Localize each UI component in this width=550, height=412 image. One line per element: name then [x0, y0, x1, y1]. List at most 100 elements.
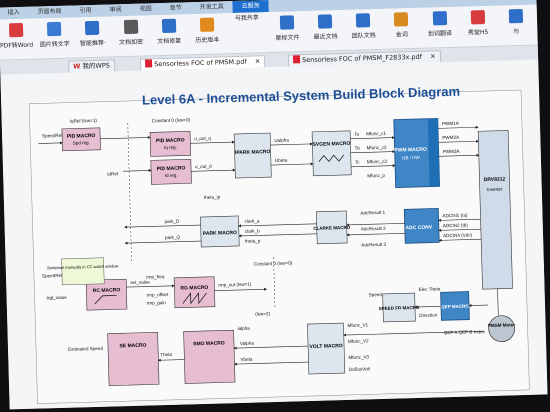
label-dcbus: DcBusVolt — [349, 366, 371, 372]
label-lsw2: (lsw=2) — [255, 311, 271, 316]
svgen-block — [311, 130, 352, 177]
label-mpoffset: rmp_offset — [147, 292, 169, 298]
label-uoutd: u_out_d — [195, 164, 212, 169]
label-adcres1: AdcResult 1 — [360, 210, 385, 216]
adc-label: ADC CONV — [405, 225, 432, 232]
label-ualpha: Ualpha — [274, 138, 289, 143]
rg-label: RG MACRO — [180, 285, 208, 292]
label-iqref: IqRef (lsw=1) — [70, 118, 98, 124]
menu-item[interactable]: 插入 — [7, 9, 20, 17]
label-idref: IdRef — [107, 171, 119, 176]
menu-item[interactable]: 章节 — [169, 4, 182, 12]
menu-item[interactable]: 引用 — [79, 6, 92, 15]
ribbon-button[interactable]: 秀堂H5 — [460, 6, 495, 47]
switch-note-box — [61, 257, 105, 286]
menu-item[interactable]: 视图 — [139, 5, 152, 13]
ribbon-icon — [508, 8, 524, 24]
label-mfuncv3: Mfunc_V3 — [348, 354, 369, 360]
label-trgtvalue: trgt_value — [47, 295, 68, 301]
switch-note: Switchset manually in CC watch window — [47, 263, 119, 270]
label-adcres3: AdcResult 3 — [361, 242, 386, 248]
ribbon-label: 划词翻译 — [427, 29, 453, 38]
label-clarkea: clark_a — [244, 218, 259, 223]
pdf-document-view[interactable]: Level 6A - Incremental System Build Bloc… — [0, 59, 548, 410]
ribbon-button[interactable]: 最近文档 — [308, 10, 343, 51]
ribbon-label: PDF转Word — [0, 41, 34, 50]
svgen-label: SVGEN MACRO — [312, 141, 350, 148]
ribbon-button[interactable]: 历史版本 — [190, 13, 225, 54]
label-mpout: rmp_out (lsw=1) — [218, 282, 252, 288]
ribbon-button[interactable]: 文档加密 — [113, 15, 148, 56]
label-vbeta: Vbeta — [240, 357, 253, 362]
ribbon-icon — [85, 20, 100, 36]
pmsm-label: PMSM Motor — [488, 322, 516, 328]
label-pwm3a: PWM3A — [443, 149, 461, 154]
pdf-icon — [292, 55, 301, 64]
label-adcin1: ADCIN1 (Ia) — [442, 213, 468, 219]
label-constant0b: Constant 0 (lsw=0) — [254, 260, 293, 266]
label-ubeta: Ubeta — [275, 158, 288, 163]
ribbon-label: 最近文档 — [313, 33, 338, 41]
ribbon-button[interactable]: 团队文档 — [346, 9, 381, 50]
ramp-icon — [94, 295, 117, 305]
label-qepab: QEP A QEP B Index — [444, 329, 486, 335]
shared-with-me-button[interactable]: 与我共享 — [234, 14, 259, 22]
speedfr-label: SPEED FR MACRO — [379, 305, 420, 311]
label-ialpha: ialpha — [237, 326, 250, 331]
close-icon[interactable]: ✕ — [254, 57, 261, 66]
ribbon-icon — [317, 14, 333, 29]
ribbon-button[interactable]: 划词翻译 — [422, 7, 457, 48]
ribbon-button[interactable]: 文档修复 — [151, 14, 186, 55]
label-mfuncv2: Mfunc_V2 — [348, 338, 369, 344]
label-ta: Ta — [354, 132, 359, 137]
signal-lines — [38, 125, 499, 366]
label-constant0: Constant 0 (lsw=0) — [152, 117, 191, 123]
ribbon-button[interactable]: 星标文件 — [270, 11, 305, 52]
ribbon-icon — [47, 21, 62, 37]
label-mpgain: rmp_gain — [147, 300, 167, 306]
ribbon-label: 文档加密 — [118, 38, 144, 47]
tab-doc1-label: Sensorless FOC of PMSM.pdf — [154, 57, 247, 69]
block-diagram: Level 6A - Incremental System Build Bloc… — [28, 84, 530, 404]
ribbon-label: 智能推荐· — [79, 39, 106, 48]
pid-iq-label: PID MACRO — [156, 137, 185, 144]
ribbon-button[interactable]: PDF转Word — [0, 19, 34, 60]
pid-iq-sub: Iq reg. — [164, 145, 177, 150]
ribbon-button[interactable]: 智能推荐· — [75, 17, 110, 58]
ribbon-label: 金词 — [395, 31, 408, 39]
clarke-block — [316, 210, 348, 245]
park-label: PARK MACRO — [203, 230, 237, 237]
menu-item[interactable]: 云服务 — [232, 0, 269, 14]
label-clarkeb: clark_b — [245, 228, 260, 233]
ribbon-label: 团队文档 — [351, 32, 376, 40]
ribbon-label: 历史版本 — [195, 36, 220, 45]
menu-item[interactable]: 审阅 — [109, 6, 122, 14]
park-block — [200, 215, 240, 248]
volt-block — [307, 322, 346, 375]
label-speedref2: SpeedRef — [42, 273, 63, 279]
inverter-label: Inverter — [487, 187, 503, 192]
ribbon-button[interactable]: 与 — [498, 5, 533, 46]
se-label: SE MACRO — [119, 343, 146, 350]
label-parkq: park_Q — [165, 235, 181, 240]
ribbon-label: 与 — [513, 28, 520, 36]
smo-block — [183, 329, 236, 384]
label-theta: Theta — [160, 352, 172, 357]
adc-block — [403, 207, 440, 244]
ribbon-icon — [470, 10, 485, 25]
ribbon-icon — [199, 17, 215, 32]
pmsm-motor-icon — [488, 315, 516, 343]
label-valpha: Valpha — [240, 341, 255, 346]
label-parkd: park_D — [164, 219, 180, 224]
close-icon[interactable]: ✕ — [429, 52, 436, 61]
label-speedref: SpeedRef — [42, 133, 63, 139]
label-pwm1a: PWM1A — [442, 121, 460, 126]
pdf-icon — [144, 59, 153, 68]
ribbon-button[interactable]: 图片转文字 — [37, 18, 72, 59]
ribbon-label: 秀堂H5 — [467, 28, 489, 37]
ipark-block — [233, 132, 272, 179]
ribbon-label: 文档修复 — [157, 37, 182, 46]
label-adcin3: ADCIN4 (Vdc) — [443, 232, 473, 238]
ribbon-label: 图片转文字 — [39, 40, 70, 49]
ribbon-button[interactable]: 金词 — [384, 8, 419, 49]
